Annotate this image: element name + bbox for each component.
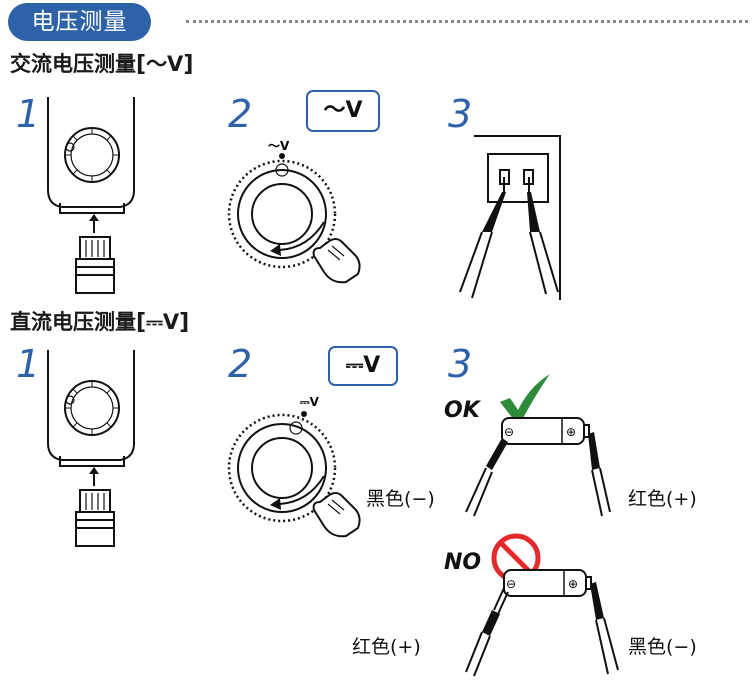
no-right-probe-label: 黑色(−) <box>628 636 697 658</box>
ok-label: OK <box>444 398 480 423</box>
ok-battery-probes-illustration: ⊖ ⊕ <box>465 417 611 517</box>
section-header-pill: 电压测量 <box>8 3 151 41</box>
dc-meter-plug-illustration <box>47 350 135 547</box>
dc-dial-illustration: ⎓V <box>227 395 361 538</box>
check-icon <box>500 374 550 420</box>
dc-step-3-number: 3 <box>448 342 473 386</box>
ac-step-1-number: 1 <box>16 92 41 136</box>
hand-icon <box>312 238 361 284</box>
ok-left-probe-label: 黑色(−) <box>366 488 435 510</box>
ac-mode-bubble: 〜V <box>306 90 380 132</box>
ac-step-3-number: 3 <box>448 92 473 136</box>
ac-dial-mark: 〜V <box>268 139 290 153</box>
ok-right-probe-label: 红色(+) <box>628 488 697 510</box>
no-left-probe-label: 红色(+) <box>352 636 421 658</box>
dc-mode-text: ⎓V <box>146 310 180 334</box>
ac-mode-text: 〜V <box>146 52 184 76</box>
ac-step-2-number: 2 <box>228 92 253 136</box>
dc-title-text: 直流电压测量 <box>10 310 136 334</box>
no-battery-probes-illustration: ⊖ ⊕ <box>465 569 619 677</box>
dotted-divider <box>186 20 748 23</box>
ac-meter-plug-illustration <box>47 97 135 294</box>
ac-title-text: 交流电压测量 <box>10 52 136 76</box>
battery-plus-icon: ⊕ <box>568 577 578 591</box>
hand-icon <box>312 492 361 538</box>
dc-section-title: 直流电压测量[⎓V] <box>10 310 190 335</box>
dc-step-2-number: 2 <box>228 342 253 386</box>
battery-minus-icon: ⊖ <box>506 577 516 591</box>
dc-mode-bubble: ⎓V <box>328 346 398 386</box>
ac-section-title: 交流电压测量[〜V] <box>10 52 194 77</box>
ac-outlet-probes-illustration <box>459 135 561 300</box>
no-label: NO <box>444 550 482 575</box>
battery-plus-icon: ⊕ <box>566 425 576 439</box>
ac-dial-illustration: 〜V <box>227 139 361 284</box>
dc-step-1-number: 1 <box>16 342 41 386</box>
dc-dial-mark: ⎓V <box>300 395 320 409</box>
battery-minus-icon: ⊖ <box>504 425 514 439</box>
